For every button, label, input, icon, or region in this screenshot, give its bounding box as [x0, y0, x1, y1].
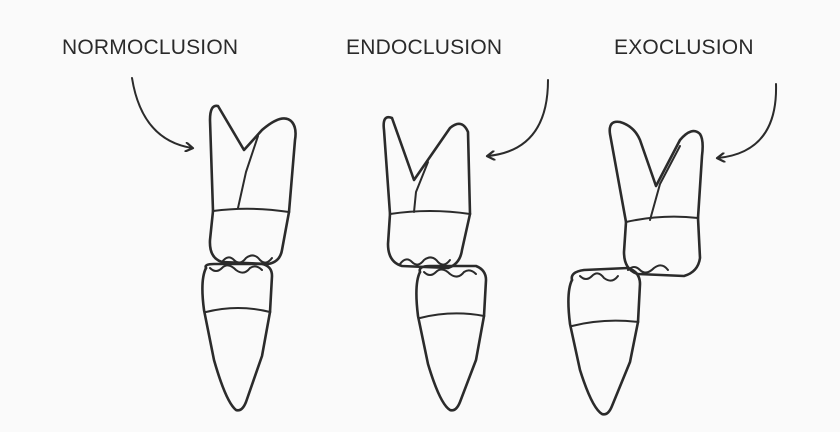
normoclusion-lower-cej — [206, 308, 270, 312]
normoclusion-lower-root — [202, 268, 270, 410]
normoclusion-upper-cej — [213, 209, 289, 212]
endoclusion-upper-crown — [388, 214, 470, 268]
endoclusion-arrow — [488, 80, 548, 156]
exoclusion-arrow — [718, 84, 776, 158]
endoclusion-lower-root — [416, 272, 484, 410]
exoclusion-occlusal-lower — [580, 273, 618, 280]
exoclusion-lower-root — [568, 280, 638, 414]
exoclusion-teeth — [568, 84, 776, 414]
exoclusion-lower-cej — [572, 321, 638, 326]
exoclusion-upper-roots — [610, 122, 703, 222]
endoclusion-occlusal-lower — [424, 269, 476, 276]
endoclusion-lower-cej — [420, 313, 484, 318]
endoclusion-teeth — [384, 80, 548, 410]
exoclusion-upper-cej — [626, 217, 698, 222]
exoclusion-lower-crown — [572, 268, 640, 322]
normoclusion-teeth — [132, 78, 296, 410]
normoclusion-upper-roots — [210, 106, 296, 212]
normoclusion-occlusal-lower — [210, 265, 262, 272]
endoclusion-occlusal-upper — [400, 257, 450, 264]
normoclusion-arrow — [132, 78, 192, 148]
endoclusion-upper-cej — [390, 211, 470, 214]
